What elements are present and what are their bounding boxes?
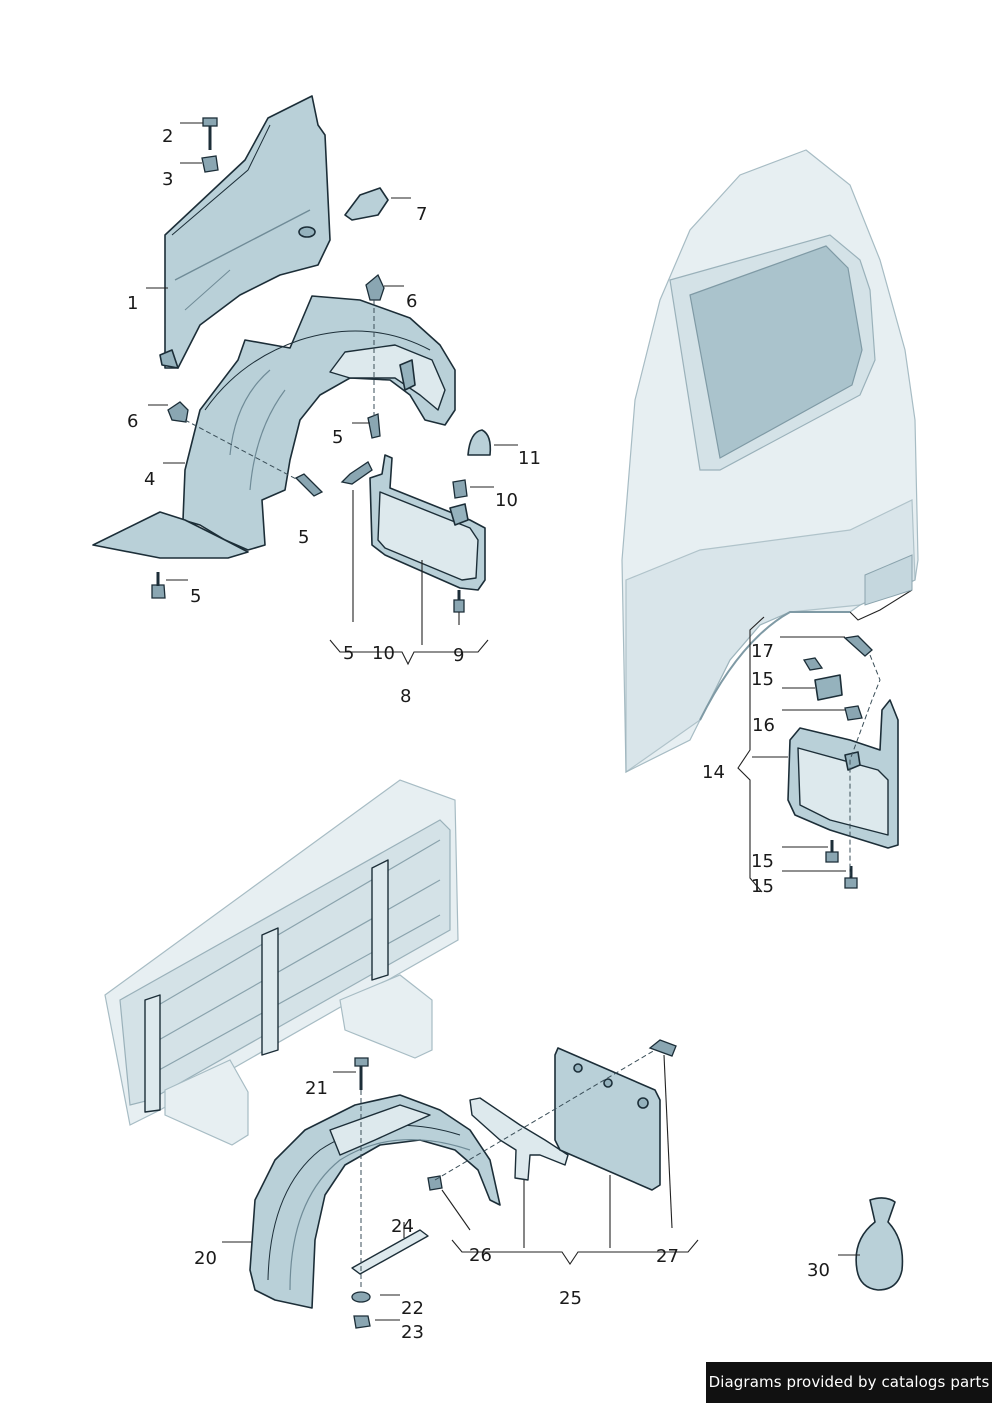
callout-11: 11 (518, 448, 541, 469)
callout-26: 26 (469, 1245, 492, 1266)
callout-24: 24 (391, 1216, 414, 1237)
bracket-and-plate (469, 1047, 661, 1191)
callout-10: 10 (495, 490, 518, 511)
rear-wheel-fender (249, 1094, 501, 1309)
callout-8: 8 (400, 686, 412, 707)
callout-23: 23 (401, 1322, 424, 1343)
callout-5: 5 (298, 527, 310, 548)
callout-17: 17 (751, 641, 774, 662)
callout-6: 6 (406, 291, 418, 312)
assembly-dashes (184, 300, 881, 1290)
callout-3: 3 (162, 169, 174, 190)
callout-15: 15 (751, 876, 774, 897)
callout-14: 14 (702, 762, 725, 783)
callout-5: 5 (190, 586, 202, 607)
wheel-housing-liner (92, 295, 456, 559)
rear-mud-flap (787, 674, 899, 849)
hardware (151, 117, 904, 1329)
callout-20: 20 (194, 1248, 217, 1269)
callout-1: 1 (127, 293, 139, 314)
callout-6: 6 (127, 411, 139, 432)
callout-21: 21 (305, 1078, 328, 1099)
van-rear-body (621, 149, 919, 774)
credit-banner: Diagrams provided by catalogs parts (706, 1362, 992, 1403)
callout-4: 4 (144, 469, 156, 490)
callout-15: 15 (751, 669, 774, 690)
callout-16: 16 (752, 715, 775, 736)
front-mud-flap (369, 454, 486, 591)
callout-27: 27 (656, 1246, 679, 1267)
callout-30: 30 (807, 1260, 830, 1281)
callout-9: 9 (453, 645, 465, 666)
callout-5: 5 (332, 427, 344, 448)
callout-15: 15 (751, 851, 774, 872)
callout-5: 5 (343, 643, 355, 664)
pickup-bed (104, 779, 459, 1146)
callout-2: 2 (162, 126, 174, 147)
front-fender (159, 95, 331, 369)
callout-10: 10 (372, 643, 395, 664)
callout-7: 7 (416, 204, 428, 225)
callout-25: 25 (559, 1288, 582, 1309)
leader-lines (146, 122, 860, 1321)
callout-22: 22 (401, 1298, 424, 1319)
